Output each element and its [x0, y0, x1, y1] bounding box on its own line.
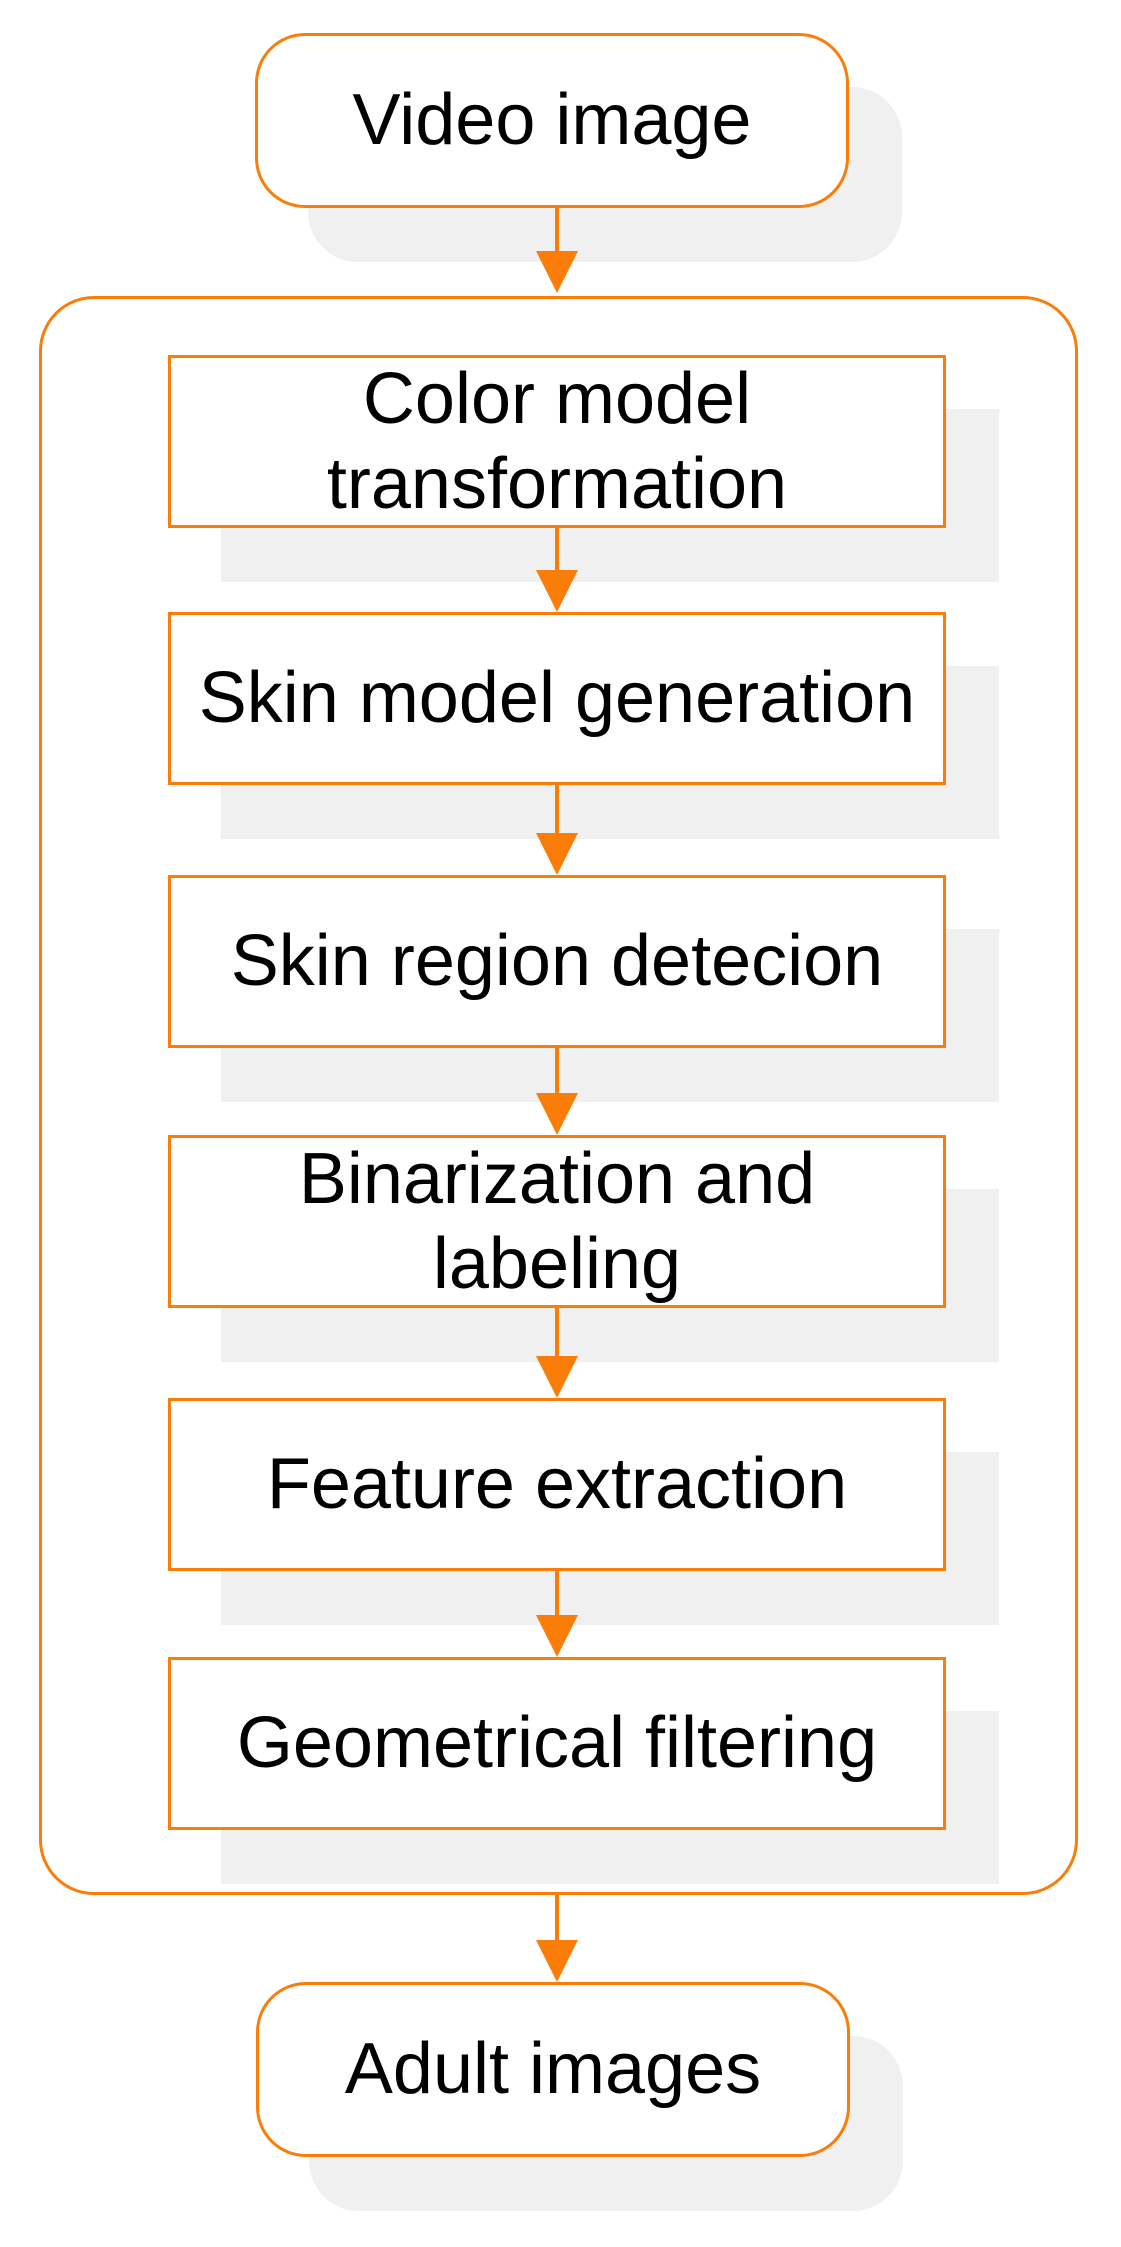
start-node-label: Video image	[352, 80, 752, 161]
process-step: Geometrical filtering	[168, 1657, 946, 1830]
process-step: Skin region detecion	[168, 875, 946, 1048]
start-node-video-image: Video image	[255, 33, 849, 208]
arrow-down-icon	[536, 1356, 578, 1398]
process-step-label: Color model transformation	[326, 358, 788, 524]
arrow-down-icon	[536, 1615, 578, 1657]
process-step-label: Feature extraction	[266, 1444, 848, 1525]
arrow-down-stem	[555, 528, 559, 572]
arrow-down-icon	[536, 833, 578, 875]
arrow-down-icon	[536, 1093, 578, 1135]
process-step-label: Geometrical filtering	[236, 1703, 878, 1784]
process-step-label: Binarization and labeling	[298, 1138, 816, 1304]
arrow-down-stem	[555, 1308, 559, 1358]
arrow-down-stem	[555, 1048, 559, 1095]
end-node-label: Adult images	[344, 2029, 762, 2110]
process-step: Skin model generation	[168, 612, 946, 785]
arrow-down-icon	[536, 570, 578, 612]
arrow-down-icon	[536, 251, 578, 293]
process-step: Color model transformation	[168, 355, 946, 528]
process-step-label: Skin model generation	[198, 658, 916, 739]
process-group-frame	[39, 296, 1078, 1895]
end-node-adult-images: Adult images	[256, 1982, 850, 2157]
arrow-down-stem	[555, 208, 559, 253]
arrow-down-stem	[555, 1895, 559, 1942]
process-step-label: Skin region detecion	[230, 921, 884, 1002]
arrow-down-stem	[555, 785, 559, 835]
process-step: Binarization and labeling	[168, 1135, 946, 1308]
process-step: Feature extraction	[168, 1398, 946, 1571]
arrow-down-stem	[555, 1571, 559, 1617]
arrow-down-icon	[536, 1940, 578, 1982]
